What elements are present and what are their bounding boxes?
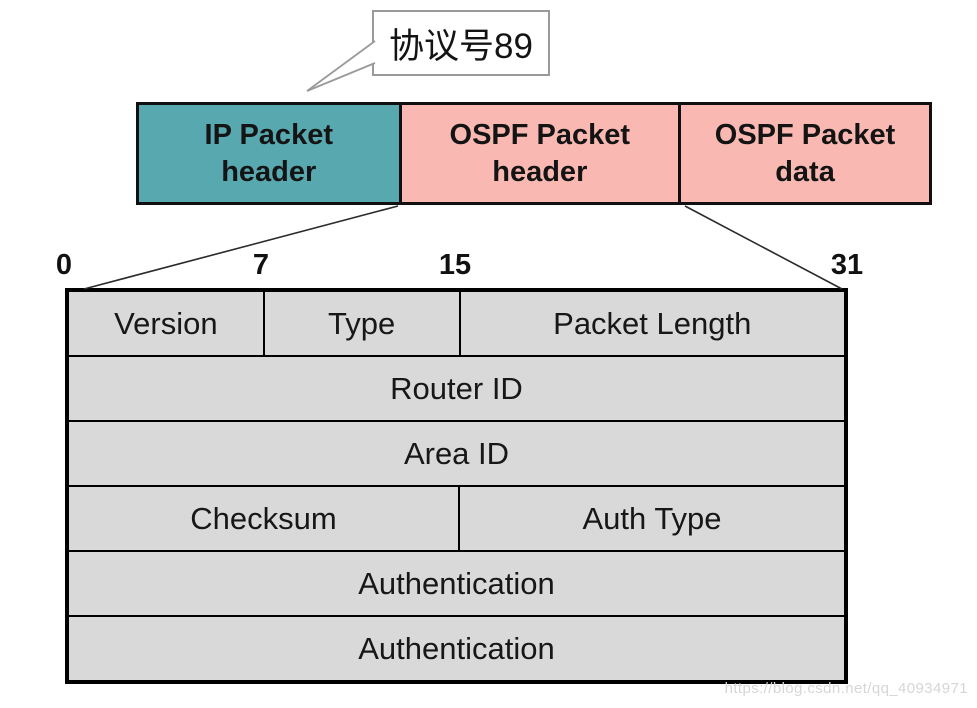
field-version: Version xyxy=(69,292,263,355)
bit-label-7: 7 xyxy=(252,249,270,281)
field-router-id: Router ID xyxy=(69,357,844,420)
expand-line-right xyxy=(684,205,843,290)
callout-pointer-upper-edge xyxy=(306,40,376,92)
field-type: Type xyxy=(264,292,459,355)
segment-label: OSPF Packet data xyxy=(714,119,896,188)
table-row: Area ID xyxy=(69,422,844,485)
callout-pointer xyxy=(307,41,375,91)
watermark: https://blog.csdn.net/qq_40934971 xyxy=(724,680,968,697)
field-auth-type: Auth Type xyxy=(460,487,844,550)
table-row: Checksum Auth Type xyxy=(69,487,844,550)
segment-ospf-packet-data: OSPF Packet data xyxy=(681,105,929,202)
field-authentication-1: Authentication xyxy=(69,552,844,615)
table-row: Version Type Packet Length xyxy=(69,292,844,355)
field-authentication-2: Authentication xyxy=(69,617,844,680)
expand-line-left xyxy=(83,205,399,290)
table-row: Authentication xyxy=(69,552,844,615)
field-checksum: Checksum xyxy=(69,487,459,550)
segment-ip-packet-header: IP Packet header xyxy=(139,105,399,202)
segment-label: OSPF Packet header xyxy=(449,119,631,188)
segment-label: IP Packet header xyxy=(204,119,333,188)
packet-segments-row: IP Packet header OSPF Packet header OSPF… xyxy=(136,102,932,205)
protocol-number-label: 协议号89 xyxy=(389,26,533,66)
bit-label-31: 31 xyxy=(830,249,864,281)
protocol-number-callout: 协议号89 xyxy=(372,10,550,76)
table-row: Router ID xyxy=(69,357,844,420)
segment-ospf-packet-header: OSPF Packet header xyxy=(401,105,679,202)
ospf-header-fields-table: Version Type Packet Length Router ID Are… xyxy=(65,288,848,684)
bit-label-15: 15 xyxy=(438,249,472,281)
bit-label-0: 0 xyxy=(55,249,73,281)
callout-pointer-lower-edge xyxy=(306,62,376,92)
field-area-id: Area ID xyxy=(69,422,844,485)
table-row: Authentication xyxy=(69,617,844,680)
field-packet-length: Packet Length xyxy=(460,292,844,355)
